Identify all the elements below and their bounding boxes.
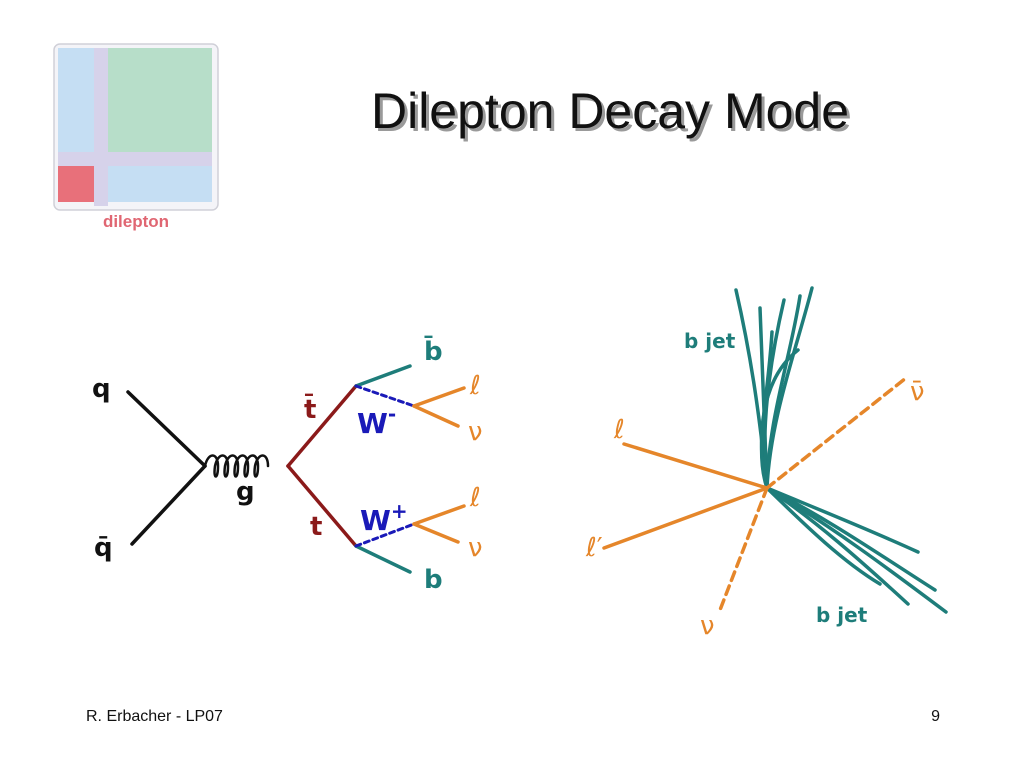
label-lower-lepton: ℓ bbox=[469, 483, 481, 513]
bjet-top-track bbox=[759, 330, 774, 490]
bjet-bottom-track bbox=[765, 486, 910, 606]
event-display: b jet b jet ℓ ℓ′ ν̄ ν bbox=[585, 286, 948, 641]
logo-blue-bottom bbox=[108, 166, 212, 202]
label-bjet-top: b jet bbox=[684, 329, 736, 353]
label-bbar: b̄ bbox=[424, 334, 443, 367]
label-bjet-bottom: b jet bbox=[816, 603, 868, 627]
label-antitop: t̄ bbox=[304, 392, 316, 425]
label-b: b bbox=[424, 565, 443, 595]
b-line bbox=[354, 544, 412, 574]
wminus-propagator bbox=[354, 384, 416, 408]
incoming-antiquark-line bbox=[130, 464, 207, 546]
label-qbar: q̄ bbox=[94, 533, 113, 563]
label-wminus-sign: - bbox=[388, 402, 396, 426]
incoming-quark-line bbox=[126, 390, 207, 468]
slide-title: Dilepton Decay Mode bbox=[370, 83, 850, 139]
logo-band-vertical bbox=[94, 48, 108, 206]
label-lower-neutrino: ν bbox=[468, 533, 483, 563]
bjet-bottom-track bbox=[765, 486, 920, 554]
page-number: 9 bbox=[931, 708, 940, 725]
bbar-line bbox=[354, 364, 412, 388]
dilepton-logo: dilepton bbox=[53, 43, 219, 231]
label-upper-neutrino: ν bbox=[468, 417, 483, 447]
label-neutrino: ν bbox=[700, 611, 715, 641]
label-wplus-sign: + bbox=[391, 499, 408, 523]
footer-author: R. Erbacher - LP07 bbox=[86, 708, 223, 725]
label-lepton-prime: ℓ′ bbox=[585, 533, 603, 563]
lower-neutrino-line bbox=[412, 522, 460, 544]
label-top: t bbox=[310, 512, 322, 542]
label-lepton: ℓ bbox=[613, 415, 625, 445]
lepton-track bbox=[622, 442, 769, 490]
antineutrino-track bbox=[765, 376, 908, 490]
upper-lepton-line bbox=[412, 386, 466, 408]
label-upper-lepton: ℓ bbox=[469, 371, 481, 401]
gluon-propagator bbox=[203, 454, 270, 478]
feynman-diagram: q q̄ g t̄ t W- W+ b̄ b ℓ ν ℓ ν bbox=[92, 334, 483, 595]
label-wplus: W+ bbox=[360, 499, 408, 537]
wplus-propagator bbox=[354, 522, 416, 548]
bjet-top-track bbox=[765, 286, 814, 490]
label-q: q bbox=[92, 374, 111, 404]
top-line bbox=[286, 464, 358, 548]
logo-red-block bbox=[58, 166, 94, 202]
antitop-line bbox=[286, 384, 358, 468]
bjet-bottom-track bbox=[765, 486, 882, 586]
label-wminus: W- bbox=[357, 402, 396, 440]
logo-label: dilepton bbox=[103, 212, 169, 231]
lower-lepton-line bbox=[412, 504, 466, 526]
neutrino-track bbox=[718, 486, 769, 612]
label-antineutrino: ν̄ bbox=[910, 377, 925, 407]
logo-green-block bbox=[108, 48, 212, 152]
upper-neutrino-line bbox=[412, 404, 460, 428]
label-gluon: g bbox=[236, 477, 255, 507]
logo-band-horizontal bbox=[58, 152, 212, 166]
lepton-prime-track bbox=[602, 486, 769, 550]
logo-blue-top bbox=[58, 48, 94, 152]
